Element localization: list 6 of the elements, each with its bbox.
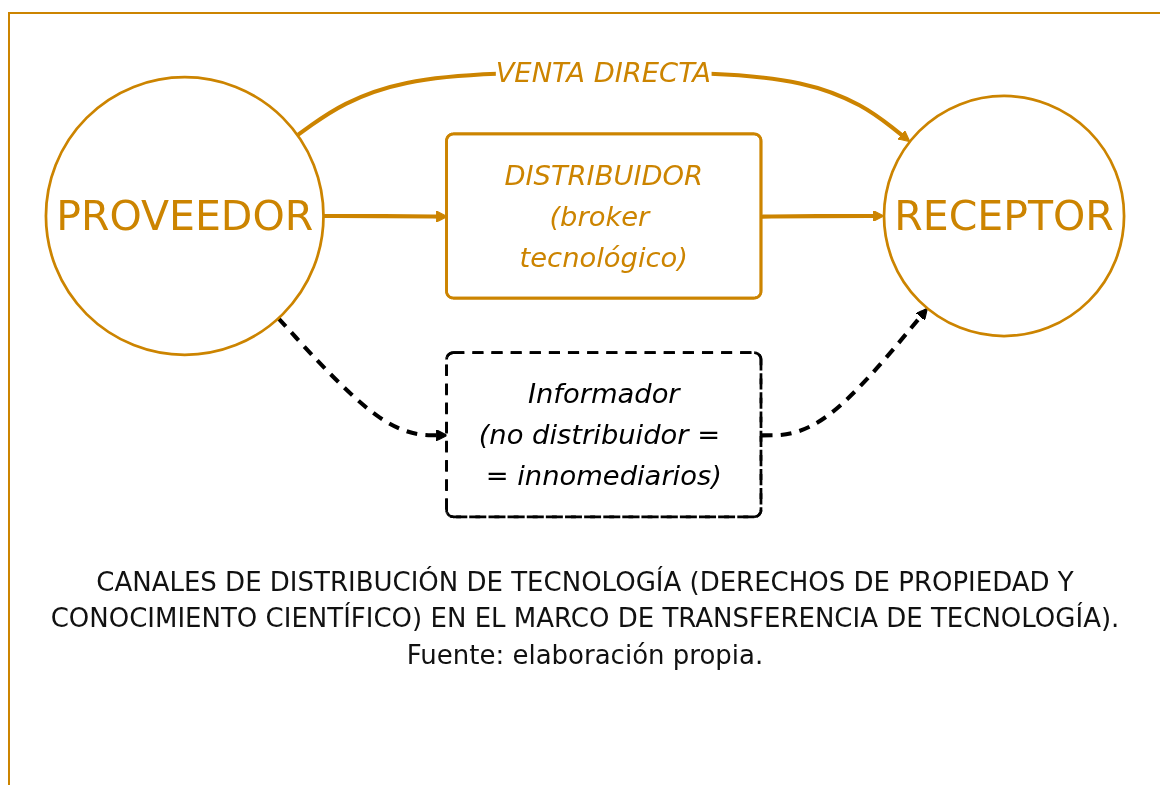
- node-circle: RECEPTOR: [882, 94, 1126, 338]
- arrow: [761, 209, 885, 222]
- edge-label: VENTA DIRECTA: [495, 55, 712, 89]
- node-circle: PROVEEDOR: [44, 75, 325, 356]
- arrow: [761, 307, 928, 438]
- caption: CANALES DE DISTRIBUCIÓN DE TECNOLOGÍA (DERECHOS DE PROPIEDAD Y CONOCIMIENTO CIENTÍFICO) EN EL MARCO DE TRANSFERENCIA DE TECNOLOGÍA). Fuente: elaboración propia.: [49, 565, 1121, 672]
